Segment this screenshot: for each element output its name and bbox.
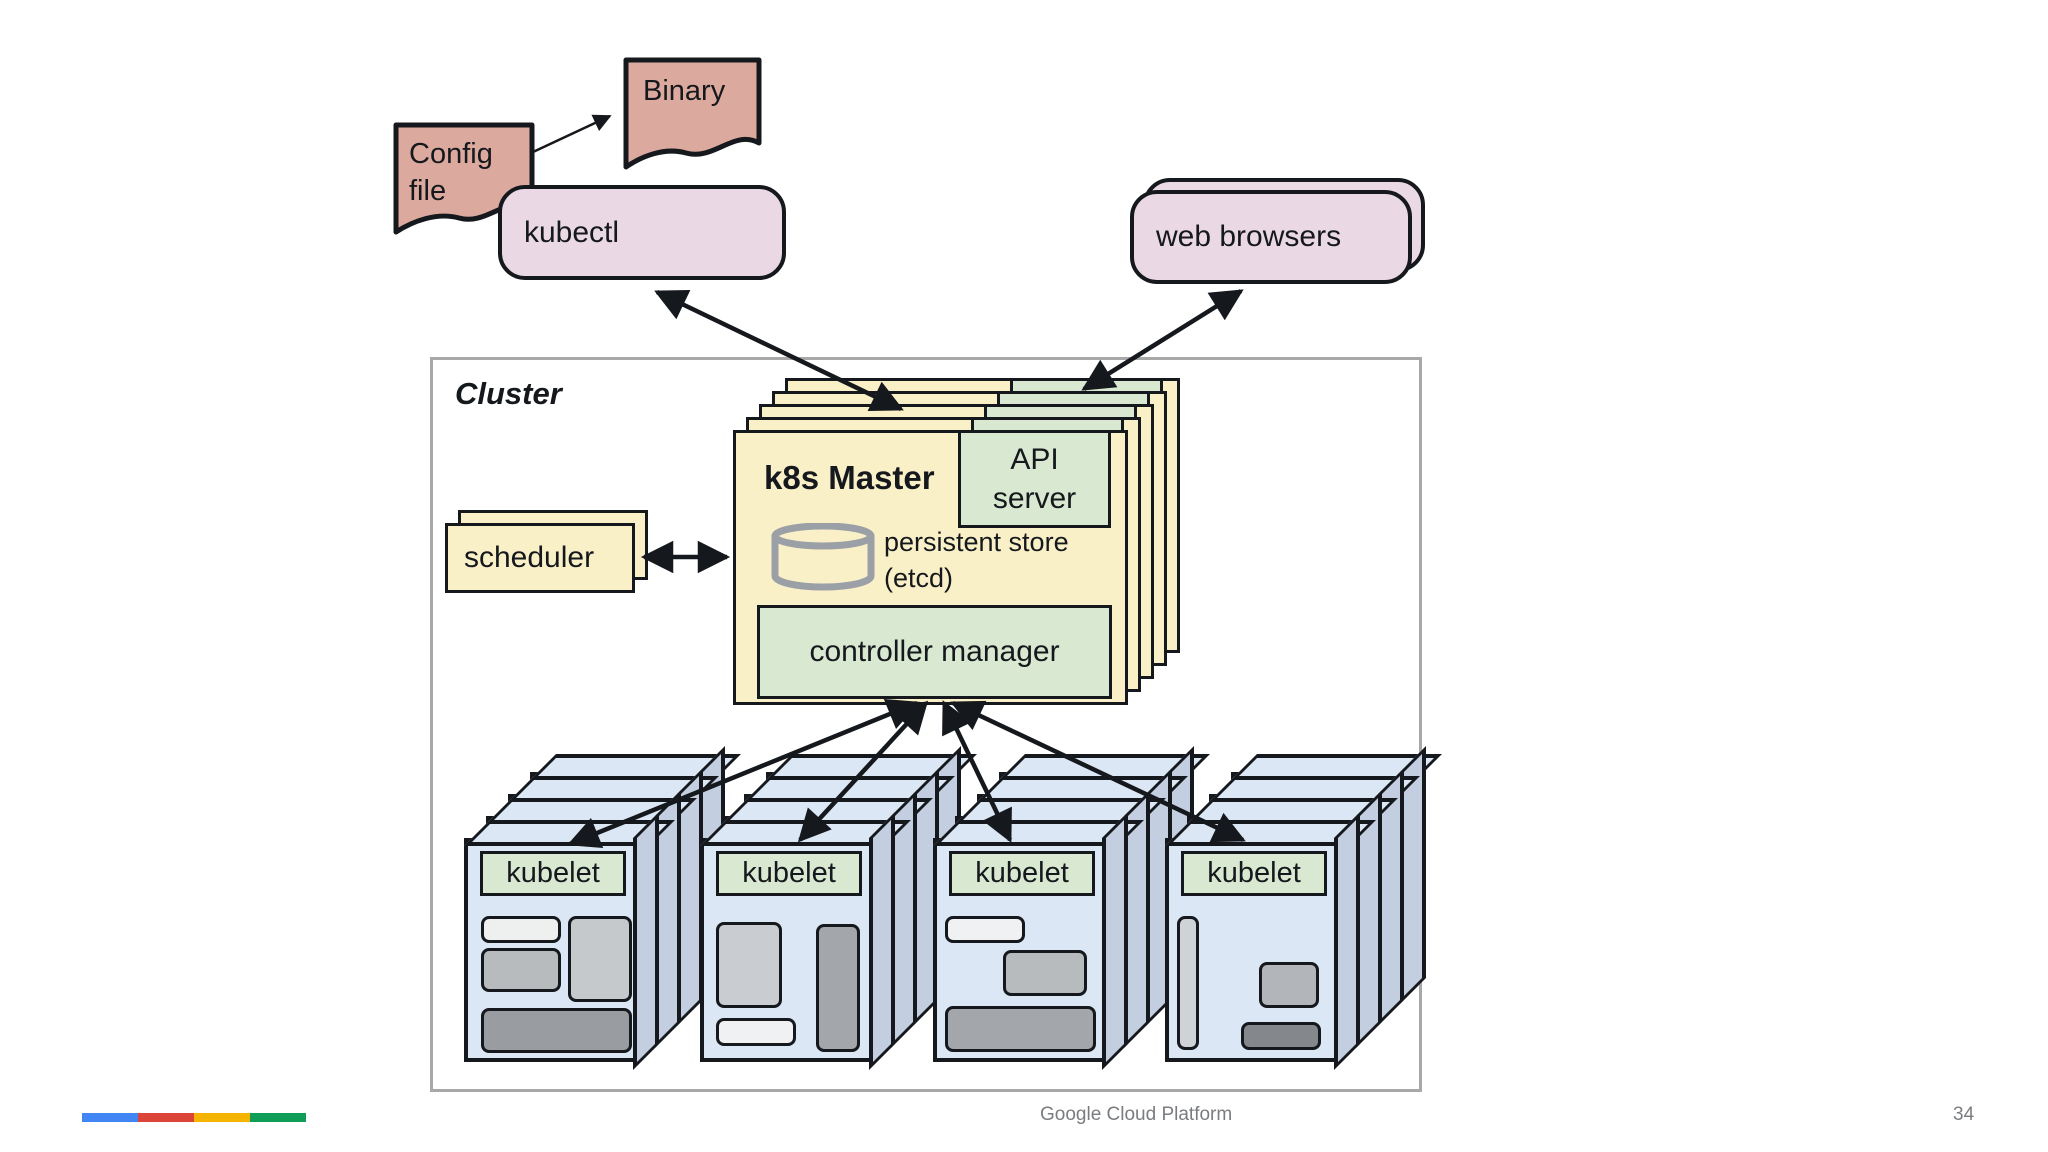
binary-label: Binary [643, 75, 726, 107]
page-number: 34 [1953, 1104, 1975, 1125]
scheduler-card-front: scheduler [445, 523, 635, 593]
persistent-store-label: persistent store (etcd) [884, 527, 1069, 593]
pod [568, 916, 632, 1002]
pod [1241, 1022, 1321, 1050]
kubelet-label: kubelet [1181, 851, 1327, 896]
brand-bar-yellow-segment [194, 1113, 250, 1122]
node-slab-front: kubelet [464, 838, 641, 1062]
cluster-label: Cluster [455, 376, 562, 411]
pod [1003, 950, 1087, 996]
kubectl-box: kubectl [498, 185, 786, 280]
pod [1177, 916, 1199, 1050]
controller-manager-box: controller manager [757, 605, 1112, 699]
kubelet-label: kubelet [480, 851, 626, 896]
pod [945, 916, 1025, 943]
kubelet-label: kubelet [949, 851, 1095, 896]
arrow-configfile-binary [532, 114, 612, 154]
pod [1259, 962, 1319, 1008]
pod [716, 922, 782, 1008]
scheduler-label: scheduler [464, 541, 595, 574]
database-cylinder-icon [771, 523, 875, 591]
kubectl-label: kubectl [524, 215, 620, 249]
brand-bar-green-segment [250, 1113, 306, 1122]
brand-bar-blue-segment [82, 1113, 138, 1122]
web-browsers-label: web browsers [1156, 220, 1342, 253]
binary-doc: Binary [623, 57, 762, 178]
pod [945, 1006, 1096, 1052]
footer-brand-text: Google Cloud Platform [1040, 1104, 1233, 1125]
pod [481, 1008, 632, 1053]
node-slab-front: kubelet [1165, 838, 1342, 1062]
document-shape [623, 57, 762, 170]
pod [481, 948, 561, 992]
web-browsers-card-front: web browsers [1130, 190, 1412, 284]
controller-manager-label: controller manager [809, 635, 1060, 668]
pod [716, 1018, 796, 1046]
api-server-label: API server [992, 443, 1077, 515]
master-title: k8s Master [764, 459, 935, 496]
kubelet-label: kubelet [716, 851, 862, 896]
api-server-box: API server [958, 430, 1111, 528]
google-brand-bar [82, 1113, 306, 1122]
pod [481, 916, 561, 943]
brand-bar-red-segment [138, 1113, 194, 1122]
node-slab-front: kubelet [700, 838, 877, 1062]
node-slab-front: kubelet [933, 838, 1110, 1062]
config-file-label: Config file [409, 138, 493, 208]
pod [816, 924, 860, 1052]
master-card-front: k8s Master API server persistent store (… [733, 430, 1128, 705]
